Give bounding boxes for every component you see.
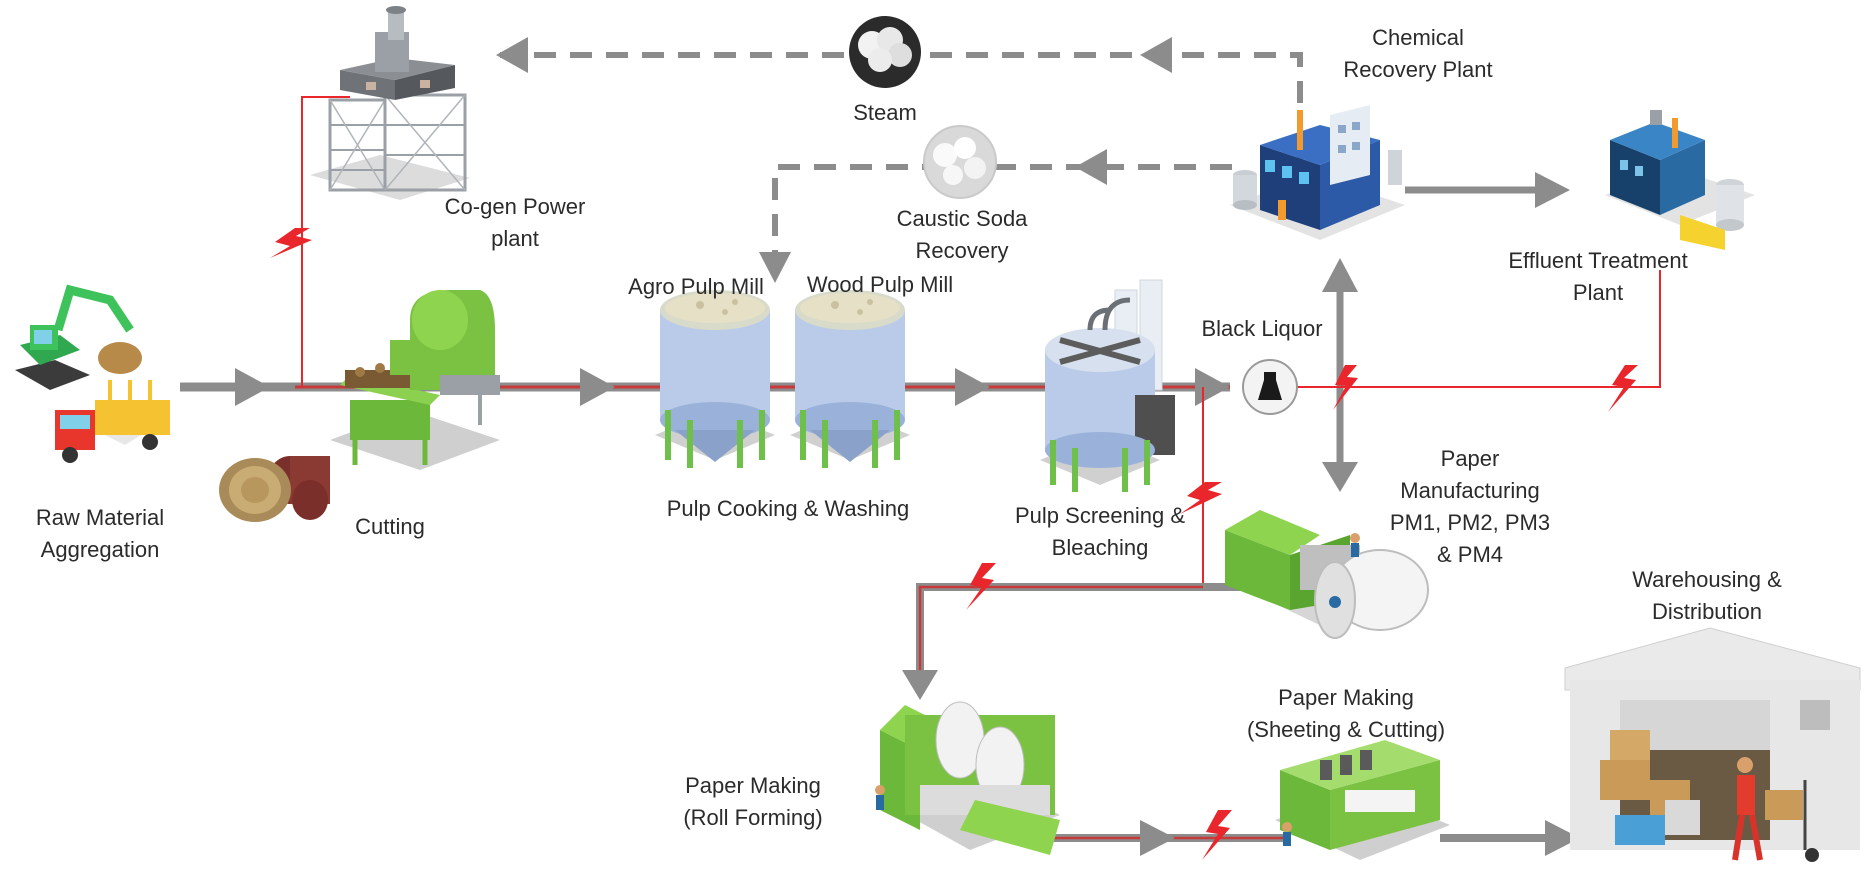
- chemical-recovery-illustration: [1230, 105, 1405, 240]
- label-chemical-recovery-2: Recovery Plant: [1343, 57, 1492, 82]
- arrow-main-3: [955, 368, 990, 406]
- label-screening-1: Pulp Screening &: [1015, 503, 1185, 528]
- sheeting-machine-illustration: [1275, 740, 1450, 860]
- caustic-soda-icon: [923, 125, 997, 199]
- lightning-icon: [1180, 482, 1222, 514]
- label-roll-forming-1: Paper Making: [685, 773, 821, 798]
- label-steam: Steam: [853, 100, 917, 125]
- arrow-caustic: [1075, 149, 1107, 185]
- paper-manufacturing-illustration: [1225, 510, 1430, 639]
- roll-forming-illustration: [875, 701, 1060, 855]
- lightning-icon: [1202, 810, 1232, 860]
- effluent-plant-illustration: [1605, 110, 1755, 250]
- label-caustic-2: Recovery: [916, 238, 1009, 263]
- wood-pulp-tank-illustration: [790, 290, 910, 468]
- agro-pulp-tank-illustration: [655, 290, 775, 468]
- label-screening-2: Bleaching: [1052, 535, 1149, 560]
- arrow-to-paper-mfg: [1322, 462, 1358, 492]
- label-sheeting-1: Paper Making: [1278, 685, 1414, 710]
- cogen-plant-illustration: [310, 6, 470, 200]
- label-roll-forming-2: (Roll Forming): [683, 805, 822, 830]
- label-cutting: Cutting: [355, 514, 425, 539]
- power-to-cogen: [301, 96, 350, 387]
- label-warehousing-1: Warehousing &: [1632, 567, 1782, 592]
- black-liquor-icon: [1242, 359, 1298, 415]
- label-caustic-1: Caustic Soda: [897, 206, 1029, 231]
- label-warehousing-2: Distribution: [1652, 599, 1762, 624]
- arrow-to-recovery: [1322, 258, 1358, 292]
- screening-tank-illustration: [1040, 279, 1175, 492]
- label-wood-pulp: Wood Pulp Mill: [807, 272, 953, 297]
- lightning-icon: [270, 228, 312, 258]
- label-agro-pulp: Agro Pulp Mill: [628, 274, 764, 299]
- arrow-main-4: [1195, 368, 1230, 406]
- label-paper-mfg-1: Paper: [1441, 446, 1500, 471]
- label-black-liquor: Black Liquor: [1201, 316, 1322, 341]
- lightning-icon: [1333, 365, 1358, 410]
- label-sheeting-2: (Sheeting & Cutting): [1247, 717, 1445, 742]
- arrow-steam: [1140, 37, 1172, 73]
- label-chemical-recovery-1: Chemical: [1372, 25, 1464, 50]
- label-paper-mfg-4: & PM4: [1437, 542, 1503, 567]
- warehouse-illustration: [1564, 627, 1861, 862]
- logs-illustration: [219, 456, 330, 522]
- label-cogen-1: Co-gen Power: [445, 194, 586, 219]
- lightning-icon: [1608, 365, 1638, 412]
- lightning-icon: [966, 563, 996, 610]
- arrow-to-roll: [902, 670, 938, 700]
- arrow-main-2: [580, 368, 615, 406]
- mfg-to-roll-line: [916, 583, 1240, 670]
- arrow-to-pulp-mill: [759, 252, 791, 283]
- arrow-to-warehouse: [1545, 820, 1580, 856]
- cutting-machine-illustration: [330, 290, 500, 470]
- arrow-to-cogen: [496, 37, 528, 73]
- arrow-main-1: [235, 368, 270, 406]
- label-pulp-cooking: Pulp Cooking & Washing: [667, 496, 910, 521]
- label-effluent-1: Effluent Treatment: [1508, 248, 1687, 273]
- label-raw-material-2: Aggregation: [41, 537, 160, 562]
- label-effluent-2: Plant: [1573, 280, 1623, 305]
- raw-material-illustration: [15, 284, 170, 463]
- mfg-to-roll-power: [918, 585, 1203, 670]
- steam-icon: [849, 16, 921, 88]
- label-paper-mfg-2: Manufacturing: [1400, 478, 1539, 503]
- arrow-to-sheet: [1140, 820, 1175, 856]
- label-paper-mfg-3: PM1, PM2, PM3: [1390, 510, 1550, 535]
- power-to-effluent: [1272, 270, 1661, 388]
- label-raw-material-1: Raw Material: [36, 505, 164, 530]
- arrow-to-effluent: [1535, 172, 1570, 208]
- label-cogen-2: plant: [491, 226, 539, 251]
